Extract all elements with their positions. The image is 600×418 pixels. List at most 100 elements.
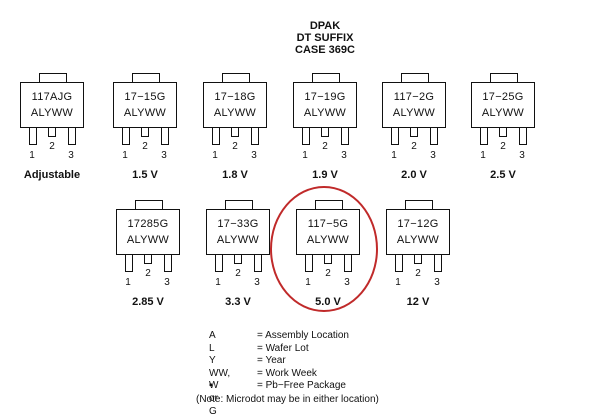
pin-3-label: 3 [430,150,436,161]
marking-date: ALYWW [126,234,170,246]
package-body: 117AJG ALYWW [20,82,84,128]
package-header: DPAK DT SUFFIX CASE 369C [0,20,600,56]
voltage-label: 2.85 V [132,296,164,308]
marking-code: 17−18G [214,91,256,103]
pin-2-label: 2 [500,141,506,152]
pin-3-label: 3 [251,150,257,161]
marking-code: 17285G [127,218,169,230]
package-body: 17−12G ALYWW [386,209,450,255]
legend-desc: = Wafer Lot [257,342,309,354]
marking-code: 17−12G [397,218,439,230]
pin-3-label: 3 [254,277,260,288]
pin-2-label: 2 [415,268,421,279]
lead-3 [341,127,349,145]
package-tab [225,200,253,211]
pin-3-label: 3 [68,150,74,161]
package-tab [405,200,433,211]
highlight-ellipse [270,186,378,312]
package-body: 17−18G ALYWW [203,82,267,128]
marking-date: ALYWW [123,107,167,119]
marking-date: ALYWW [392,107,436,119]
pin-2-label: 2 [142,141,148,152]
lead-3 [430,127,438,145]
package-3-3v: 17−33G ALYWW 1 2 3 3.3 V [206,200,270,308]
marking-date: ALYWW [481,107,525,119]
header-line-2: DT SUFFIX [296,32,354,44]
pin-1-label: 1 [302,150,308,161]
voltage-label: 1.5 V [132,169,158,181]
voltage-label: 1.9 V [312,169,338,181]
package-tab [39,73,67,84]
lead-1 [125,254,133,272]
legend-desc: = Pb−Free Package [257,380,346,392]
package-body: 17−19G ALYWW [293,82,357,128]
package-tab [135,200,163,211]
lead-3 [251,127,259,145]
legend-key: ▪ or G [209,380,218,417]
marking-date: ALYWW [396,234,440,246]
pin-2-label: 2 [235,268,241,279]
pin-3-label: 3 [519,150,525,161]
lead-3 [519,127,527,145]
pin-1-label: 1 [122,150,128,161]
pin-3-label: 3 [341,150,347,161]
pin-3-label: 3 [434,277,440,288]
pin-1-label: 1 [480,150,486,161]
legend-key: Y [209,355,216,367]
package-tab [490,73,518,84]
lead-2 [499,127,507,137]
pin-2-label: 2 [49,141,55,152]
marking-code: 17−15G [124,91,166,103]
package-body: 117−2G ALYWW [382,82,446,128]
pin-2-label: 2 [322,141,328,152]
legend-key: WW, W [209,367,231,392]
package-2-0v: 117−2G ALYWW 1 2 3 2.0 V [382,73,446,181]
lead-2 [141,127,149,137]
lead-3 [434,254,442,272]
package-body: 17−33G ALYWW [206,209,270,255]
lead-1 [302,127,310,145]
marking-code: 117AJG [31,91,73,103]
lead-1 [122,127,130,145]
pin-1-label: 1 [391,150,397,161]
marking-code: 17−19G [304,91,346,103]
package-body: 17−15G ALYWW [113,82,177,128]
pin-2-label: 2 [145,268,151,279]
lead-3 [68,127,76,145]
lead-1 [391,127,399,145]
lead-2 [321,127,329,137]
marking-code: 17−25G [482,91,524,103]
lead-1 [215,254,223,272]
lead-3 [164,254,172,272]
legend-desc: = Year [257,355,286,367]
lead-2 [410,127,418,137]
lead-2 [231,127,239,137]
lead-3 [254,254,262,272]
lead-1 [29,127,37,145]
marking-date: ALYWW [30,107,74,119]
pin-1-label: 1 [215,277,221,288]
voltage-label: 1.8 V [222,169,248,181]
header-line-1: DPAK [309,20,341,32]
package-tab [401,73,429,84]
marking-date: ALYWW [216,234,260,246]
marking-date: ALYWW [213,107,257,119]
package-12v: 17−12G ALYWW 1 2 3 12 V [386,200,450,308]
pin-1-label: 1 [212,150,218,161]
voltage-label: 2.5 V [490,169,516,181]
voltage-label: 2.0 V [401,169,427,181]
package-adjustable: 117AJG ALYWW 1 2 3 Adjustable [20,73,84,181]
pin-1-label: 1 [125,277,131,288]
package-1-9v: 17−19G ALYWW 1 2 3 1.9 V [293,73,357,181]
package-2-5v: 17−25G ALYWW 1 2 3 2.5 V [471,73,535,181]
pin-2-label: 2 [232,141,238,152]
pin-2-label: 2 [411,141,417,152]
marking-code: 17−33G [217,218,259,230]
lead-2 [414,254,422,264]
voltage-label: 3.3 V [225,296,251,308]
package-tab [222,73,250,84]
legend-key: L [209,342,215,354]
marking-date: ALYWW [303,107,347,119]
legend-desc: = Assembly Location [257,330,349,341]
pin-1-label: 1 [395,277,401,288]
